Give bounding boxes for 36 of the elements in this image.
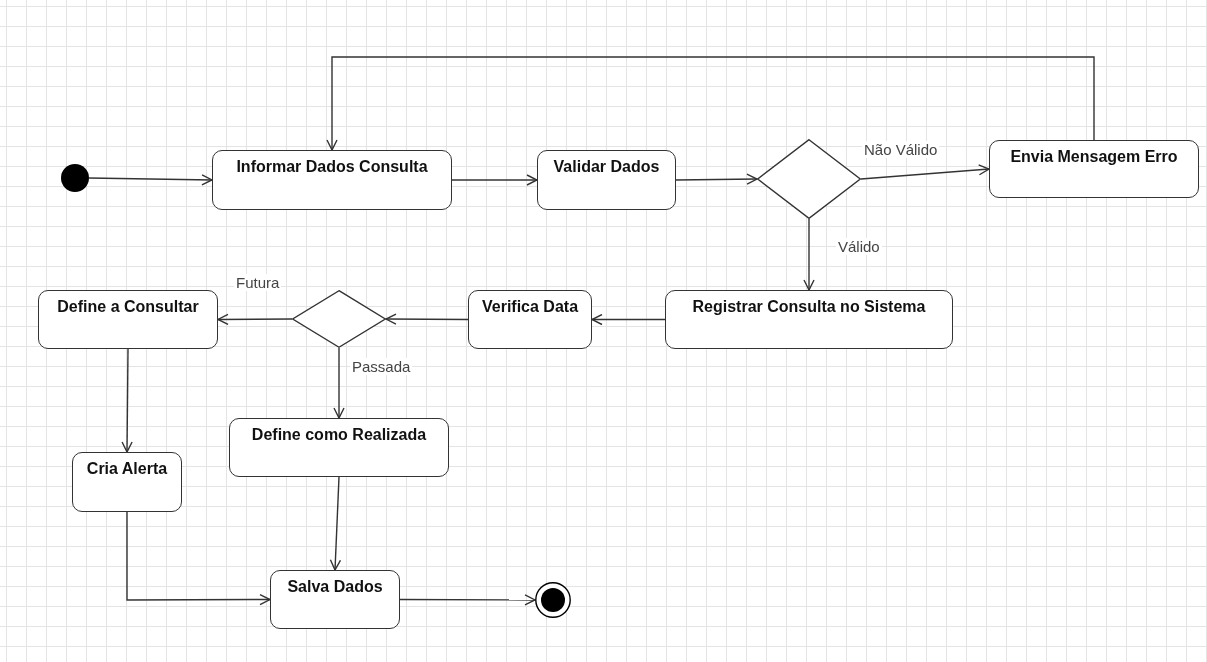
action-box (468, 290, 592, 349)
action-box (665, 290, 953, 349)
edge-label: Futura (234, 274, 282, 291)
arrow (803, 218, 815, 291)
action-label: Define como Realizada (250, 426, 428, 444)
arrow (88, 174, 213, 186)
action-label: Informar Dados Consulta (235, 158, 429, 176)
action-box (989, 140, 1199, 198)
action-label: Define a Consultar (56, 298, 200, 316)
arrow (860, 164, 990, 180)
arrow (126, 511, 271, 606)
action-box (212, 150, 452, 210)
action-box (229, 418, 449, 477)
action-label: Envia Mensagem Erro (1009, 148, 1179, 166)
arrow (385, 313, 469, 325)
action-label: Verifica Data (480, 298, 580, 316)
arrow (326, 56, 1095, 151)
action-label: Registrar Consulta no Sistema (691, 298, 927, 316)
arrow (399, 594, 536, 606)
arrow (333, 347, 345, 419)
action-label: Cria Alerta (85, 460, 169, 478)
action-box (270, 570, 400, 629)
edge-label: Não Válido (862, 141, 940, 158)
arrow (451, 174, 538, 186)
edge-label: Válido (836, 238, 882, 255)
arrow (591, 313, 666, 326)
arrow (329, 476, 342, 571)
action-box (537, 150, 676, 210)
arrow (217, 313, 293, 326)
action-box (72, 452, 182, 512)
action-label: Validar Dados (552, 158, 661, 176)
action-label: Salva Dados (286, 578, 384, 596)
arrow (675, 173, 758, 185)
action-box (38, 290, 218, 349)
arrow (121, 348, 133, 453)
edge-label: Passada (350, 358, 413, 375)
